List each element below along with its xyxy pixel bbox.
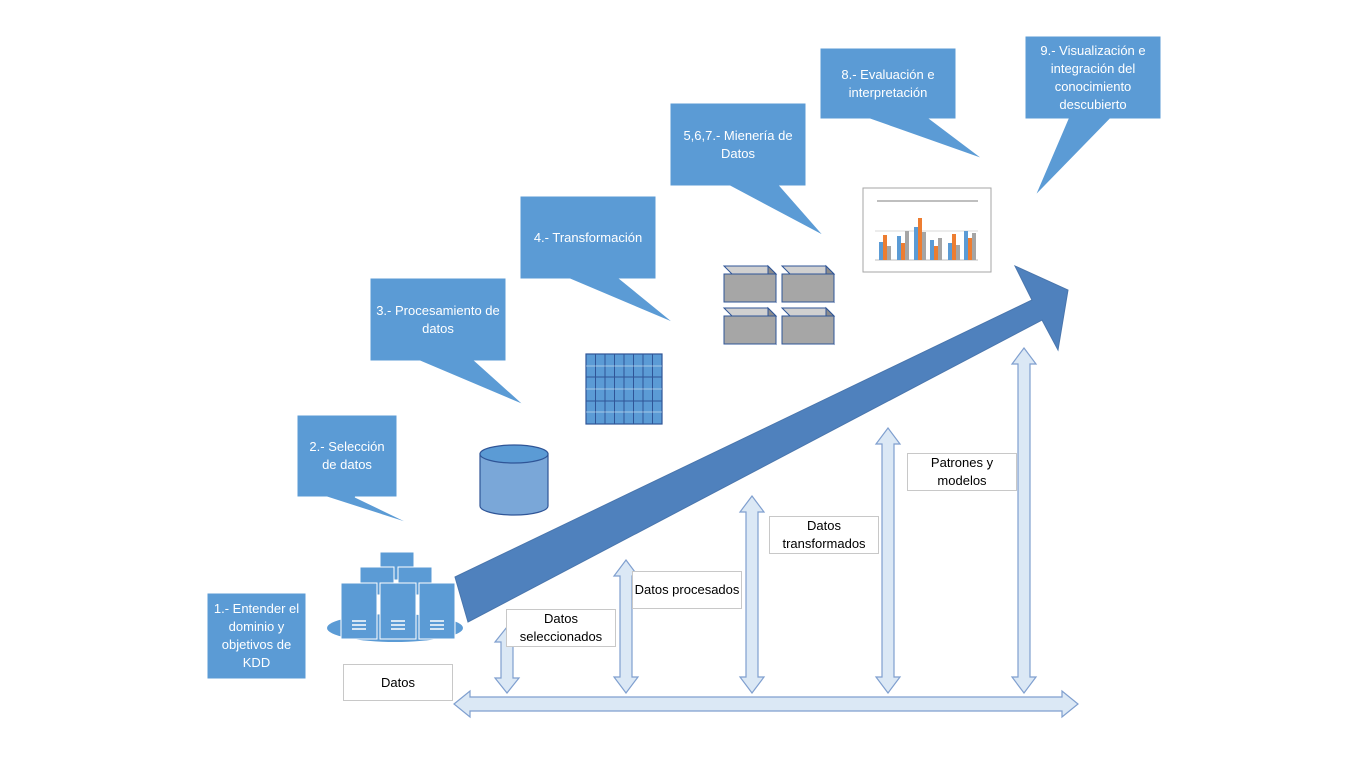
callout-step-3 — [369, 277, 525, 406]
step-5-7-text: 5,6,7.- Mienería de Datos — [683, 127, 793, 161]
horizontal-axis-arrow — [453, 689, 1079, 719]
callout-step-4 — [519, 195, 675, 324]
step-1-text: 1.- Entender el dominio y objetivos de K… — [213, 601, 300, 670]
callout-step-2 — [296, 414, 412, 525]
step-8-text: 8.- Evaluación e interpretación — [841, 66, 935, 100]
vertical-arrow-5 — [1010, 347, 1038, 694]
label-datos-procesados: Datos procesados — [632, 571, 742, 609]
callout-step-9 — [1024, 35, 1162, 197]
step-2-text: 2.- Selección de datos — [309, 439, 385, 472]
step-9-text: 9.- Visualización e integración del cono… — [1040, 42, 1146, 112]
label-patrones-modelos: Patrones y modelos — [907, 453, 1017, 491]
process-flow-arrow — [454, 264, 1069, 623]
step-3-text: 3.- Procesamiento de datos — [376, 302, 500, 336]
callout-step-5-7 — [669, 102, 825, 237]
callout-step-1 — [206, 592, 307, 680]
vertical-arrow-3 — [738, 495, 766, 694]
data-cubes-icon — [722, 264, 836, 346]
label-datos-transformados: Datos transformados — [769, 516, 879, 554]
label-datos: Datos — [343, 664, 453, 701]
callout-step-8 — [819, 47, 984, 160]
label-datos-seleccionados: Datos seleccionados — [506, 609, 616, 647]
server-stack-icon — [327, 551, 463, 642]
database-cylinder-icon — [479, 444, 549, 516]
data-grid-icon — [585, 353, 663, 425]
step-4-text: 4.- Transformación — [533, 229, 643, 245]
vertical-arrow-4 — [874, 427, 902, 694]
bar-chart-icon — [862, 187, 992, 273]
